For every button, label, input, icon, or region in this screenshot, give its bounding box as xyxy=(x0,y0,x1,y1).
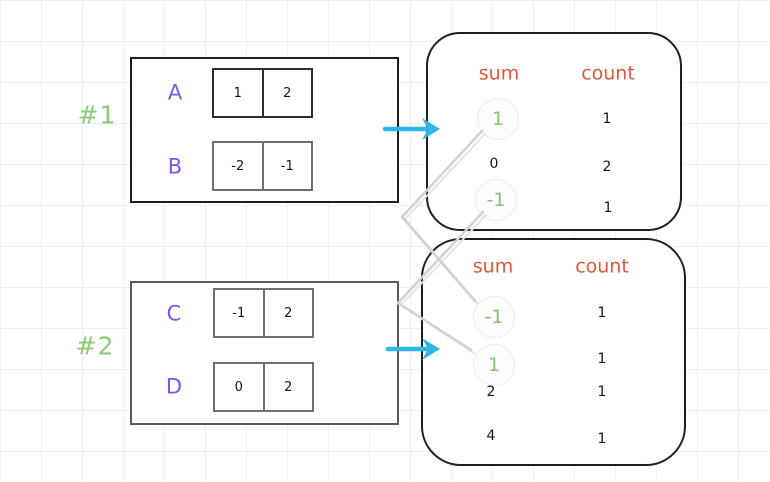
count-value: 1 xyxy=(597,431,607,447)
highlighted-sum-value: -1 xyxy=(473,296,515,338)
sum-value: 4 xyxy=(486,428,496,444)
array-cell: 2 xyxy=(262,364,313,410)
count-value: 1 xyxy=(602,111,612,127)
group2-label: #2 xyxy=(75,331,115,361)
array-d-cells: 0 2 xyxy=(213,362,314,412)
array-cell: 0 xyxy=(215,364,263,410)
cell-value: 2 xyxy=(283,85,292,101)
count-header: count xyxy=(575,255,629,278)
cell-value: 1 xyxy=(233,85,242,101)
sum-count-table-1: sum count 1 1 0 2 -1 1 xyxy=(426,32,682,231)
array-d-label: D xyxy=(165,374,183,399)
cell-value: 0 xyxy=(234,379,243,395)
highlighted-sum-value: -1 xyxy=(475,179,517,221)
sum-header: sum xyxy=(478,62,520,85)
sum-count-table-2: sum count -1 1 1 1 2 1 4 1 xyxy=(421,238,686,466)
array-cell: -1 xyxy=(261,143,312,189)
array-cell: 2 xyxy=(261,70,312,116)
sum-value: 2 xyxy=(486,384,496,400)
array-b-cells: -2 -1 xyxy=(212,141,313,191)
array-a-label: A xyxy=(167,80,183,105)
cell-value: -2 xyxy=(231,158,245,174)
cell-value: 2 xyxy=(284,305,293,321)
sum-header: sum xyxy=(472,255,514,278)
cell-value: 2 xyxy=(284,379,293,395)
array-cell: -1 xyxy=(215,290,263,336)
count-value: 2 xyxy=(602,159,612,175)
cell-value: -1 xyxy=(280,158,294,174)
sum-value: -1 xyxy=(484,305,504,328)
count-value: 1 xyxy=(597,305,607,321)
array-cell: 2 xyxy=(262,290,313,336)
highlighted-sum-value: 1 xyxy=(473,344,515,386)
array-c-cells: -1 2 xyxy=(213,288,314,338)
sum-value: -1 xyxy=(486,188,506,211)
cell-value: -1 xyxy=(232,305,246,321)
count-value: 1 xyxy=(603,200,613,216)
sum-value: 1 xyxy=(487,353,501,376)
array-a-cells: 1 2 xyxy=(212,68,313,118)
count-value: 1 xyxy=(597,351,607,367)
sum-value: 1 xyxy=(491,107,505,130)
array-c-label: C xyxy=(166,301,182,326)
group1-label: #1 xyxy=(77,100,117,130)
count-value: 1 xyxy=(597,384,607,400)
array-cell: 1 xyxy=(214,70,262,116)
count-header: count xyxy=(581,62,635,85)
array-b-label: B xyxy=(167,154,183,179)
sum-value: 0 xyxy=(489,156,499,172)
array-cell: -2 xyxy=(214,143,262,189)
highlighted-sum-value: 1 xyxy=(477,98,519,140)
